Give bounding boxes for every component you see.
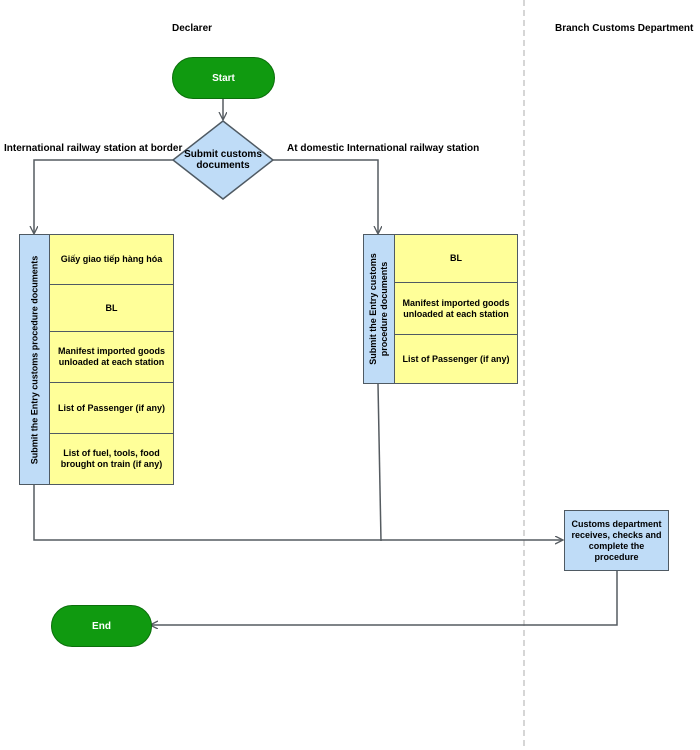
end-label: End	[92, 620, 111, 632]
left-doc-item: List of fuel, tools, food brought on tra…	[60, 448, 163, 469]
edge-right-to-process	[377, 383, 382, 542]
edge-process-to-end	[151, 571, 618, 625]
left-doc-item: List of Passenger (if any)	[50, 383, 173, 434]
lane-title-declarer: Declarer	[172, 23, 213, 34]
edge-left-to-process	[33, 485, 562, 540]
right-doc-item: List of Passenger (if any)	[402, 353, 510, 364]
start-node: Start	[172, 57, 275, 99]
lane-title-branch: Branch Customs Department	[555, 23, 694, 34]
left-document-list: Giấy giao tiếp hàng hóa BL Manifest impo…	[49, 234, 174, 485]
left-submit-bar: Submit the Entry customs procedure docum…	[19, 234, 50, 485]
edge-label-left: International railway station at border	[4, 143, 183, 154]
left-doc-item: BL	[50, 285, 173, 332]
edge-label-right: At domestic International railway statio…	[287, 143, 480, 154]
right-doc-item: BL	[395, 235, 517, 283]
right-submit-bar-label: Submit the Entry customs procedure docum…	[368, 253, 389, 365]
customs-process-box: Customs department receives, checks and …	[564, 510, 669, 571]
decision-label: Submit customs documents	[184, 149, 262, 171]
left-doc-item: Giấy giao tiếp hàng hóa	[50, 235, 173, 285]
edge-decision-to-left	[34, 159, 173, 233]
decision-diamond	[171, 120, 275, 200]
end-node: End	[51, 605, 152, 647]
right-submit-bar: Submit the Entry customs procedure docum…	[363, 234, 395, 384]
left-submit-bar-label: Submit the Entry customs procedure docum…	[29, 255, 39, 464]
right-document-list: BL Manifest imported goods unloaded at e…	[394, 234, 518, 384]
start-label: Start	[212, 72, 235, 84]
right-doc-item: Manifest imported goods unloaded at each…	[395, 283, 517, 335]
edge-decision-to-right	[273, 159, 378, 233]
left-doc-item: Manifest imported goods unloaded at each…	[50, 332, 173, 383]
